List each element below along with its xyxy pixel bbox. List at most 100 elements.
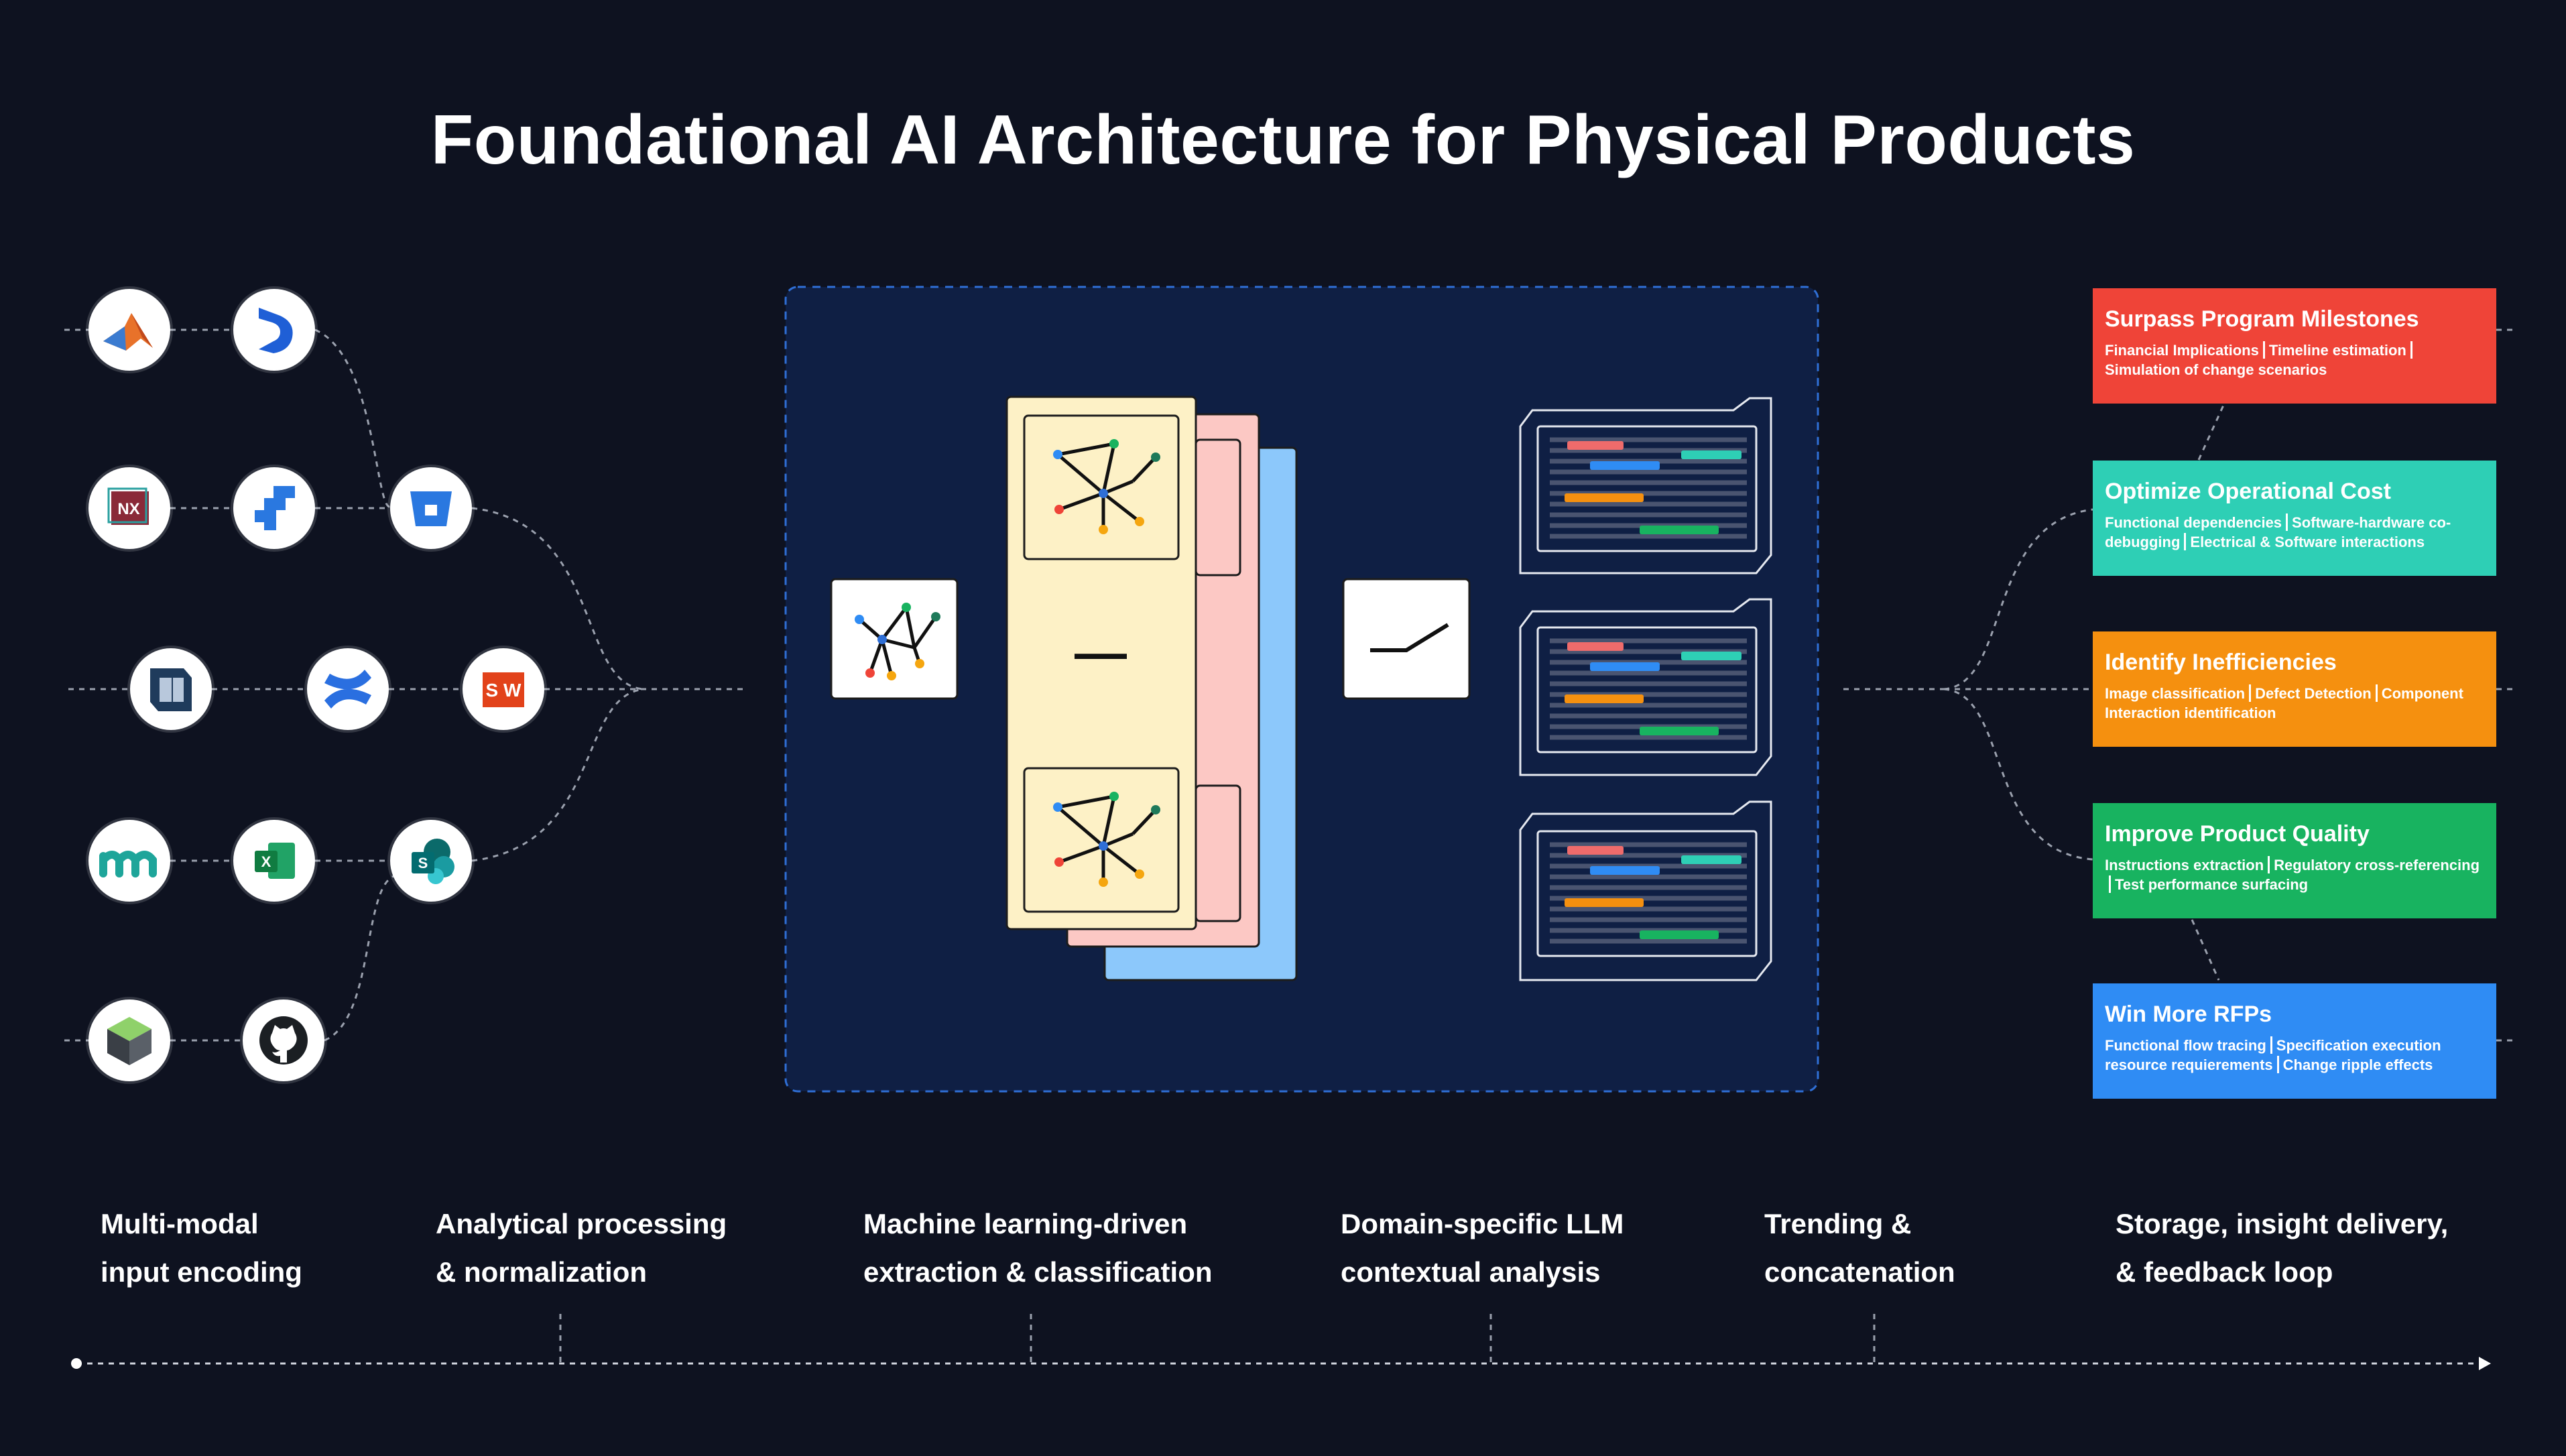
output-card-item: Specification execution resource requier… xyxy=(2105,1037,2441,1073)
output-card-item: Regulatory cross-referencing xyxy=(2274,857,2480,873)
stage-label-line: contextual analysis xyxy=(1341,1256,1601,1288)
stage-label-line: Analytical processing xyxy=(436,1208,727,1239)
middle-symbol: — xyxy=(1075,623,1127,682)
stage-label: Machine learning-driven extraction & clas… xyxy=(863,1200,1213,1296)
output-card-item: Functional flow tracing xyxy=(2105,1037,2266,1054)
activation-function-node xyxy=(1342,578,1471,700)
stage-label-line: & normalization xyxy=(436,1256,648,1288)
excel-icon-text: X xyxy=(261,853,271,870)
monday-icon xyxy=(88,820,170,902)
document-highlight-bar xyxy=(1567,846,1624,855)
graph-box-bottom xyxy=(1023,767,1180,913)
confluence-icon xyxy=(307,648,389,730)
stage-label: Multi-modal input encoding xyxy=(101,1200,302,1296)
connector xyxy=(2191,919,2220,981)
document-highlight-bar xyxy=(1565,898,1644,907)
stage-label-line: Storage, insight delivery, xyxy=(2116,1208,2449,1239)
connector xyxy=(1943,688,2093,861)
stage-label: Domain-specific LLM contextual analysis xyxy=(1341,1200,1624,1296)
output-card-item: Defect Detection xyxy=(2255,685,2372,702)
output-card-item: Functional dependencies xyxy=(2105,514,2282,531)
document-highlight-bar xyxy=(1590,662,1660,671)
document-highlight-bar xyxy=(1565,694,1644,703)
output-card-item: Component Interaction identification xyxy=(2105,685,2463,721)
item-separator xyxy=(2375,684,2378,702)
stage-label-line: Machine learning-driven xyxy=(863,1208,1188,1239)
item-separator xyxy=(2249,684,2252,702)
item-separator xyxy=(2184,533,2187,550)
excel-icon: X xyxy=(233,820,315,902)
solidworks-icon-text: S W xyxy=(486,680,522,701)
item-separator xyxy=(2410,341,2412,359)
dynamics-icon xyxy=(233,289,315,371)
connector xyxy=(471,688,644,862)
stage-label-line: extraction & classification xyxy=(863,1256,1213,1288)
item-separator xyxy=(2109,875,2111,893)
stage-label-line: Multi-modal xyxy=(101,1208,259,1239)
connector xyxy=(471,507,644,690)
document-highlight-bar xyxy=(1590,461,1660,470)
output-card-title: Win More RFPs xyxy=(2105,1002,2272,1027)
stage-label-line: input encoding xyxy=(101,1256,302,1288)
solidworks-icon: S W xyxy=(463,648,544,730)
output-card-items: Financial Implications Timeline estimatio… xyxy=(2105,341,2487,379)
sharepoint-icon-text: S xyxy=(418,855,428,871)
document-highlight-bar xyxy=(1640,930,1719,939)
stage-label: Analytical processing & normalization xyxy=(436,1200,727,1296)
stage-label-line: Trending & xyxy=(1764,1208,1912,1239)
document-highlight-bar xyxy=(1567,642,1624,651)
output-card-item: Image classification xyxy=(2105,685,2246,702)
document-highlight-bar xyxy=(1681,652,1742,660)
output-card-item: Instructions extraction xyxy=(2105,857,2264,873)
page-title: Foundational AI Architecture for Physica… xyxy=(430,101,2136,179)
nx-icon-text: NX xyxy=(117,500,139,518)
stage-label-line: & feedback loop xyxy=(2116,1256,2333,1288)
output-card-item: Change ripple effects xyxy=(2282,1056,2433,1073)
connector xyxy=(314,328,391,508)
output-card-title: Improve Product Quality xyxy=(2105,821,2370,847)
stage-label-line: Domain-specific LLM xyxy=(1341,1208,1624,1239)
stage-label-line: concatenation xyxy=(1764,1256,1955,1288)
document-highlight-bar xyxy=(1640,526,1719,534)
output-document-1 xyxy=(1519,397,1772,574)
output-document-3 xyxy=(1519,800,1772,981)
document-highlight-bar xyxy=(1565,493,1644,502)
graph-box-top xyxy=(1023,414,1180,560)
nx-icon: NX xyxy=(88,467,170,549)
netsuite-icon xyxy=(130,648,212,730)
output-card-item: Test performance surfacing xyxy=(2115,876,2309,893)
output-card-title: Identify Inefficiencies xyxy=(2105,650,2337,675)
connector xyxy=(1943,508,2093,690)
timeline-start-dot xyxy=(71,1358,82,1369)
item-separator xyxy=(2270,1036,2272,1054)
document-highlight-bar xyxy=(1567,441,1624,450)
item-separator xyxy=(2276,1056,2279,1073)
jira-icon xyxy=(233,467,315,549)
output-card-title: Optimize Operational Cost xyxy=(2105,479,2391,504)
3d-box-icon xyxy=(88,999,170,1081)
output-card-item: Electrical & Software interactions xyxy=(2190,534,2425,550)
output-card-item: Financial Implications xyxy=(2105,342,2259,359)
item-separator xyxy=(2262,341,2265,359)
output-card-title: Surpass Program Milestones xyxy=(2105,306,2419,332)
sharepoint-icon: S xyxy=(390,820,472,902)
connector xyxy=(324,874,396,1042)
document-highlight-bar xyxy=(1681,855,1742,864)
output-card-item: Simulation of change scenarios xyxy=(2105,361,2327,378)
stage-label: Trending & concatenation xyxy=(1764,1200,1955,1296)
document-highlight-bar xyxy=(1640,727,1719,735)
output-card-item: Timeline estimation xyxy=(2268,342,2406,359)
output-card-items: Instructions extraction Regulatory cross-… xyxy=(2105,855,2487,894)
matlab-icon xyxy=(88,289,170,371)
input-graph-node xyxy=(830,578,959,700)
stage-label: Storage, insight delivery, & feedback loo… xyxy=(2116,1200,2448,1296)
document-highlight-bar xyxy=(1681,450,1742,459)
